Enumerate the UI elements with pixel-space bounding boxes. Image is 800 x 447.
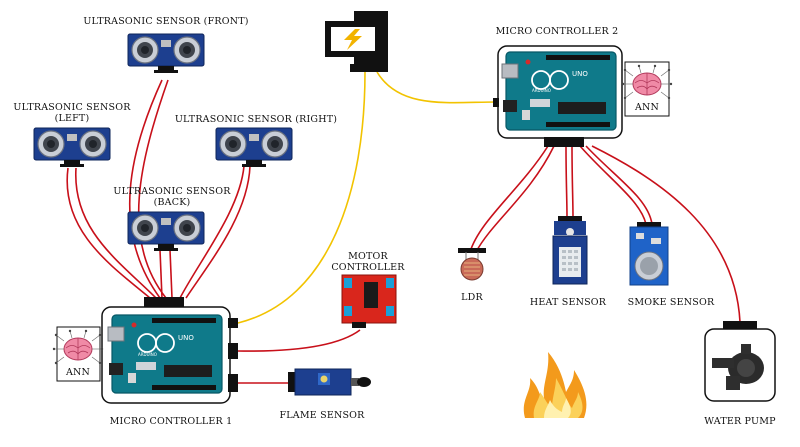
micro-controller-1: UNO ARDUINO MICRO CONTROLLER 1: [101, 297, 238, 427]
label-flame: FLAME SENSOR: [279, 410, 365, 421]
wire-power-mc1: [237, 71, 366, 324]
label-heat: HEAT SENSOR: [530, 297, 607, 308]
wire-ldr: [469, 145, 549, 253]
wire-us-left: [66, 167, 151, 299]
arduino-label-1: ARDUINO: [138, 352, 157, 357]
ultrasonic-sensor-front: ULTRASONIC SENSOR (FRONT): [83, 16, 248, 74]
flame-sensor: FLAME SENSOR: [279, 368, 371, 421]
wire-us-right: [179, 165, 245, 299]
wire-us-front: [128, 79, 163, 299]
label-mc1: MICRO CONTROLLER 1: [110, 416, 233, 427]
ultrasonic-sensor-left: ULTRASONIC SENSOR (LEFT): [13, 102, 131, 168]
label-ldr: LDR: [461, 292, 483, 303]
uno-label-2: UNO: [572, 70, 588, 78]
label-us-left-1: ULTRASONIC SENSOR: [13, 102, 131, 113]
label-motor-1: MOTOR: [348, 251, 388, 262]
wire-us-back: [159, 249, 163, 299]
ultrasonic-sensor-back: ULTRASONIC SENSOR (BACK): [113, 186, 231, 252]
label-us-back-2: (BACK): [154, 197, 191, 208]
water-pump-icon: [712, 344, 764, 390]
ann-box-1: ANN: [52, 326, 104, 382]
heat-sensor: HEAT SENSOR: [530, 216, 607, 308]
wire-power-mc2: [376, 71, 497, 104]
micro-controller-2: MICRO CONTROLLER 2 UNO ARDUINO: [493, 26, 623, 147]
arduino-label-2: ARDUINO: [532, 88, 551, 93]
label-us-front: ULTRASONIC SENSOR (FRONT): [83, 16, 248, 27]
label-us-left-2: (LEFT): [55, 113, 90, 124]
smoke-sensor: SMOKE SENSOR: [628, 222, 715, 308]
wires: [66, 71, 741, 384]
ultrasonic-sensor-right: ULTRASONIC SENSOR (RIGHT): [175, 114, 337, 168]
label-smoke: SMOKE SENSOR: [628, 297, 715, 308]
ann-box-2: ANN: [621, 61, 673, 117]
wire-pump: [591, 145, 741, 323]
power-supply-icon: [325, 11, 388, 72]
wire-smoke: [579, 145, 647, 225]
uno-label-1: UNO: [178, 334, 194, 342]
label-motor-2: CONTROLLER: [331, 262, 405, 273]
water-pump: WATER PUMP: [704, 321, 776, 427]
ldr-sensor: LDR: [458, 248, 486, 303]
label-mc2: MICRO CONTROLLER 2: [496, 26, 619, 37]
label-pump: WATER PUMP: [704, 416, 776, 427]
fire-icon: [523, 352, 587, 418]
wire-motor: [237, 329, 361, 352]
label-us-right: ULTRASONIC SENSOR (RIGHT): [175, 114, 337, 125]
wire-heat: [565, 145, 568, 219]
label-ann-1: ANN: [65, 367, 90, 378]
label-us-back-1: ULTRASONIC SENSOR: [113, 186, 231, 197]
motor-controller: MOTOR CONTROLLER: [331, 251, 405, 328]
label-ann-2: ANN: [634, 102, 659, 113]
